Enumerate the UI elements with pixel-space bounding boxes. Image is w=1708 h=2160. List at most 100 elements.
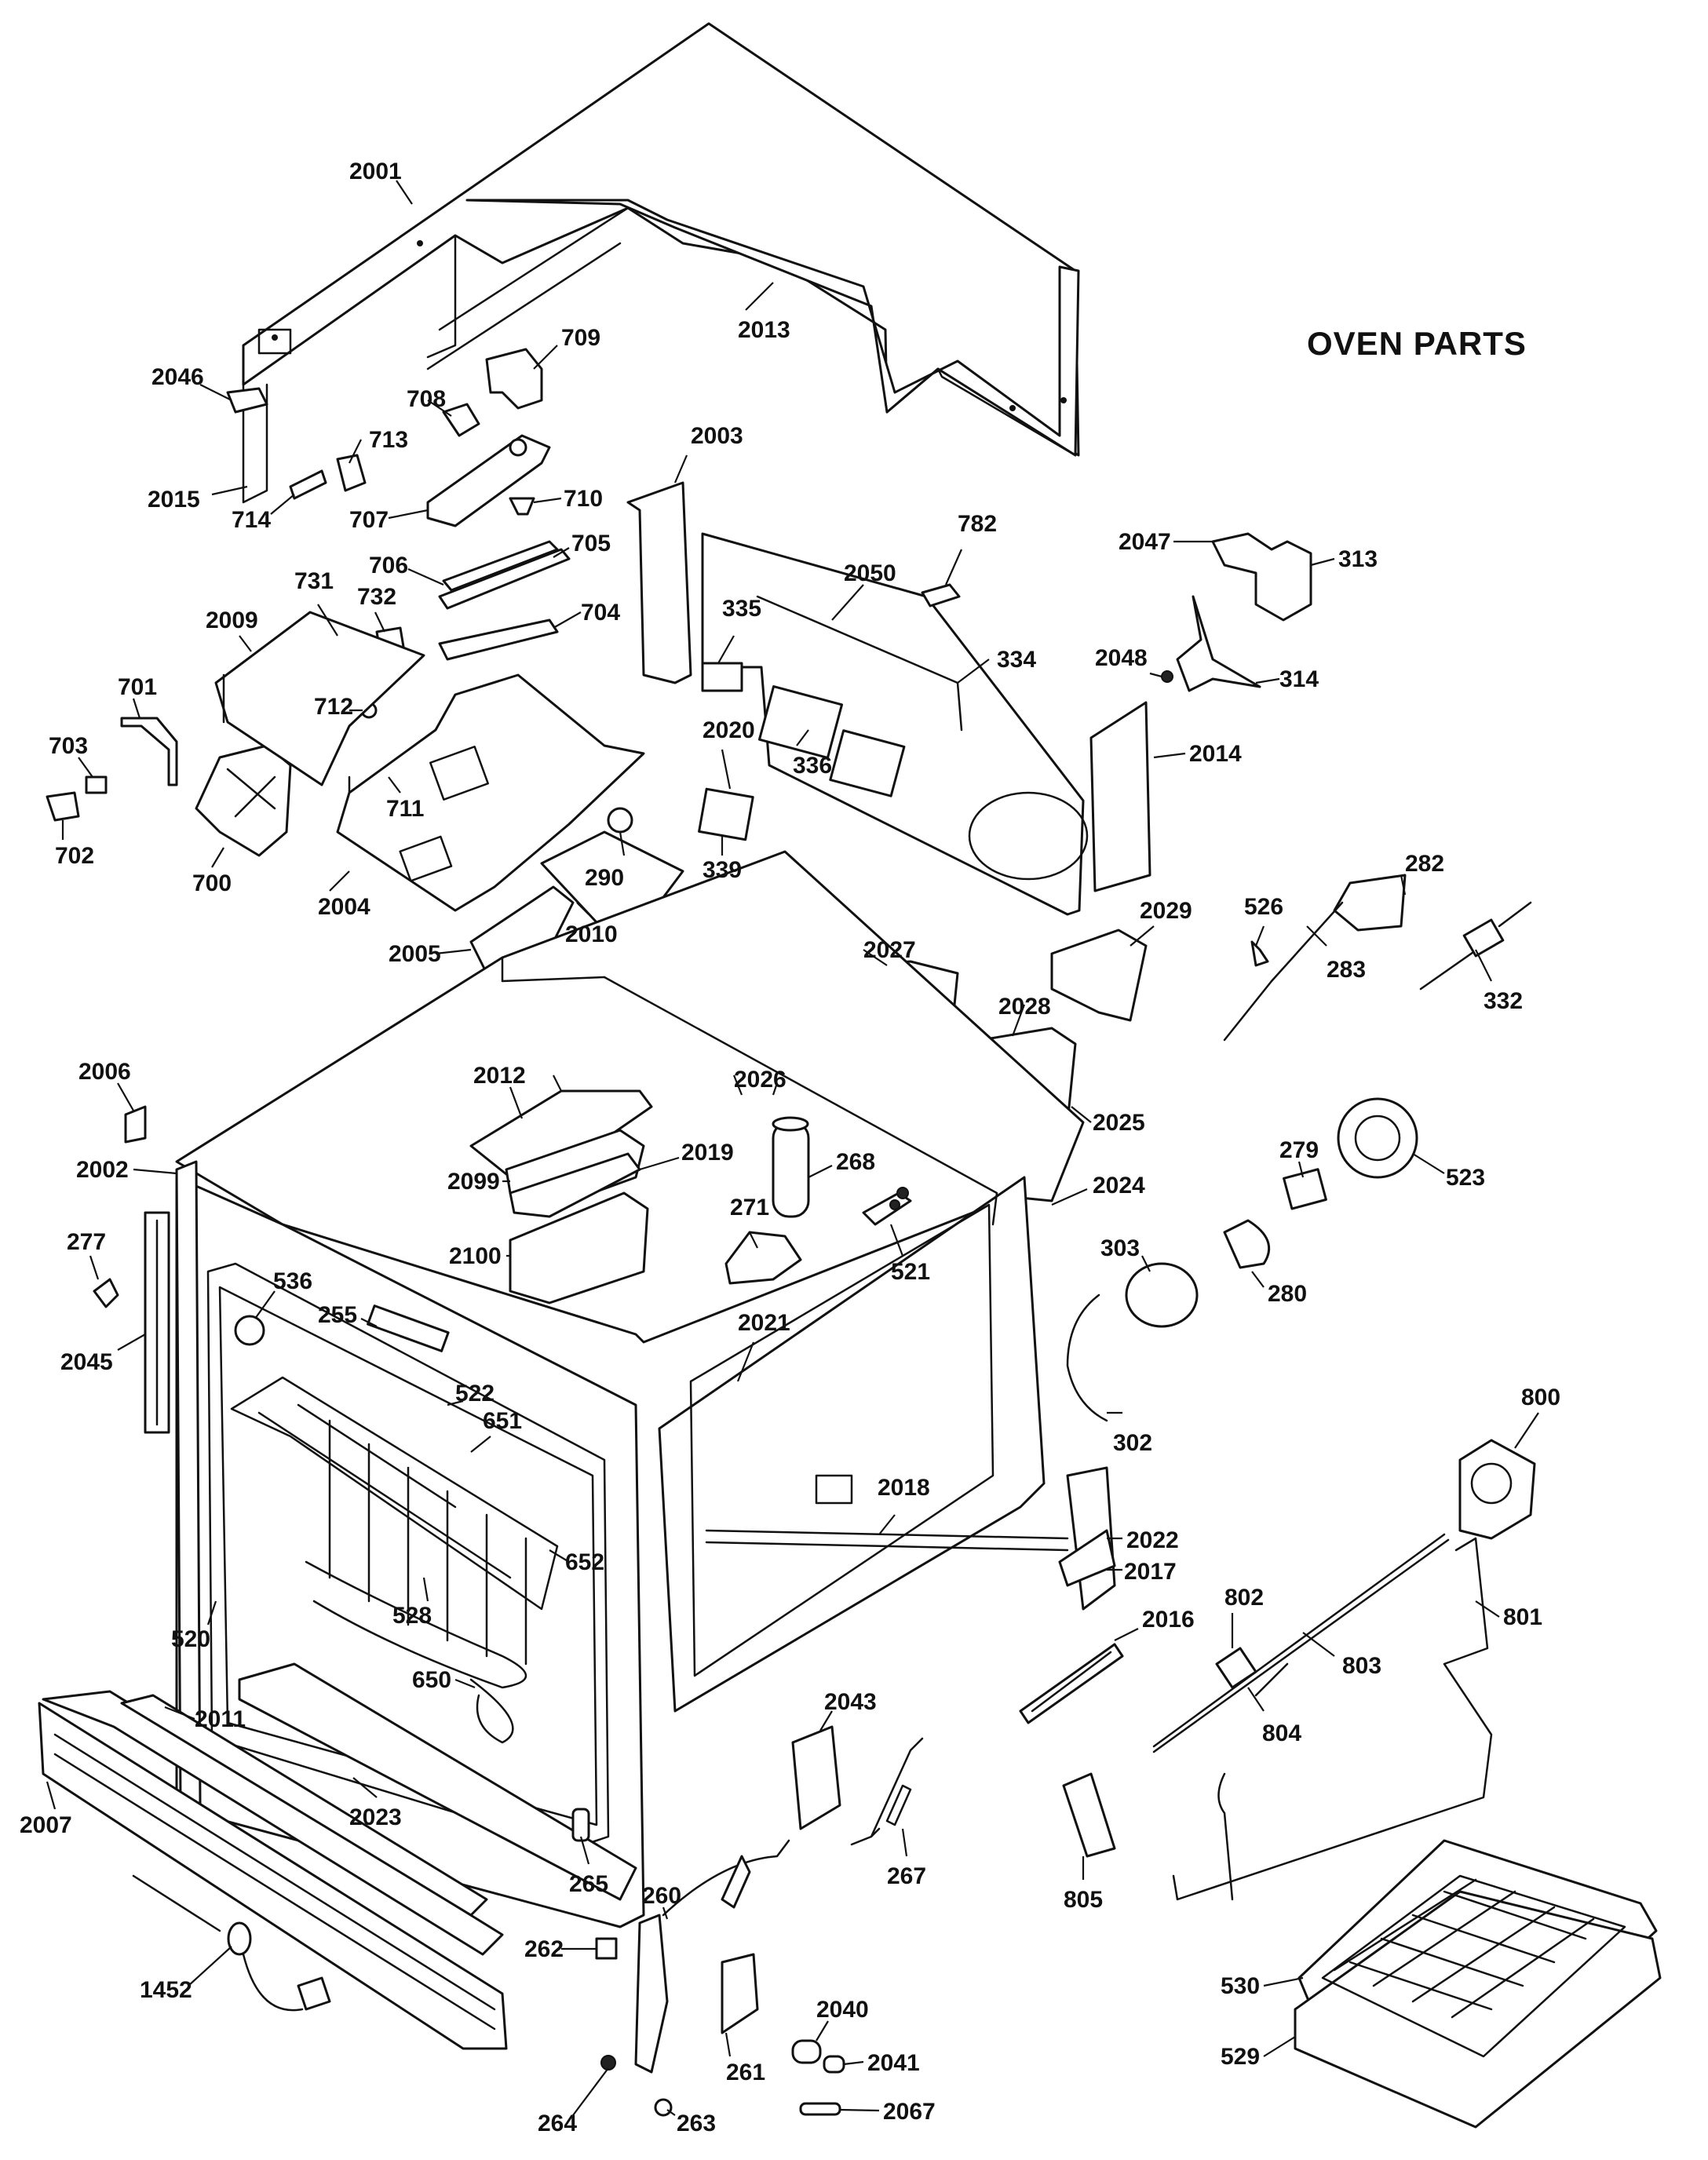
callout-2100: 2100 [449, 1243, 502, 1269]
callout-303: 303 [1100, 1235, 1140, 1261]
callout-279: 279 [1279, 1137, 1319, 1163]
callout-260: 260 [642, 1883, 681, 1909]
callout-732: 732 [357, 584, 396, 610]
callout-313: 313 [1338, 546, 1378, 572]
callout-650: 650 [412, 1667, 451, 1693]
callout-2020: 2020 [703, 717, 755, 743]
callout-801: 801 [1503, 1604, 1542, 1630]
callout-701: 701 [118, 674, 157, 700]
callout-536: 536 [273, 1268, 312, 1294]
callout-2013: 2013 [738, 317, 790, 343]
diagram-title: OVEN PARTS [1307, 325, 1527, 362]
callout-339: 339 [703, 857, 742, 883]
callout-526: 526 [1244, 894, 1283, 920]
callout-521: 521 [891, 1259, 930, 1285]
callout-264: 264 [538, 2111, 577, 2136]
callout-709: 709 [561, 325, 600, 351]
callout-714: 714 [232, 507, 271, 533]
callout-2016: 2016 [1142, 1607, 1195, 1633]
callout-652: 652 [565, 1549, 604, 1575]
callout-528: 528 [392, 1603, 432, 1629]
callout-262: 262 [524, 1936, 564, 1962]
callout-529: 529 [1221, 2044, 1260, 2070]
callout-2019: 2019 [681, 1140, 734, 1166]
clock-switch-parts [46, 348, 571, 857]
oven-rack [230, 1376, 559, 1666]
callout-2040: 2040 [816, 1997, 869, 2023]
callout-2045: 2045 [60, 1349, 113, 1375]
callout-2014: 2014 [1189, 741, 1242, 767]
leader-lines [46, 180, 1539, 2116]
callout-782: 782 [958, 511, 997, 537]
callout-2029: 2029 [1140, 898, 1192, 924]
callout-282: 282 [1405, 851, 1444, 877]
callout-2004: 2004 [318, 894, 370, 920]
door-spring-parts [571, 1643, 1124, 2116]
callout-706: 706 [369, 553, 408, 578]
callout-802: 802 [1224, 1585, 1264, 1611]
convection-motor-parts [1161, 532, 1312, 692]
callout-651: 651 [483, 1408, 522, 1434]
callout-803: 803 [1342, 1653, 1381, 1679]
broiler-pan [1294, 1839, 1662, 2129]
interior-vent-assembly [469, 1089, 912, 1304]
callout-336: 336 [793, 753, 832, 779]
callout-731: 731 [294, 568, 334, 594]
callout-2050: 2050 [844, 560, 896, 586]
callout-2006: 2006 [78, 1059, 131, 1085]
callout-2046: 2046 [151, 364, 204, 390]
callout-2022: 2022 [1126, 1527, 1179, 1553]
callout-2067: 2067 [883, 2099, 936, 2125]
callout-2010: 2010 [565, 921, 618, 947]
callout-707: 707 [349, 507, 389, 533]
callout-804: 804 [1262, 1720, 1301, 1746]
callout-2023: 2023 [349, 1804, 402, 1830]
callout-703: 703 [49, 733, 88, 759]
callout-2017: 2017 [1124, 1559, 1177, 1585]
callout-705: 705 [571, 531, 611, 556]
callout-704: 704 [581, 600, 620, 626]
callout-702: 702 [55, 843, 94, 869]
callout-2024: 2024 [1093, 1173, 1145, 1199]
callout-2099: 2099 [447, 1169, 500, 1195]
part-callouts: 2001 2013 709 2046 708 713 2015 714 707 … [20, 159, 1560, 2136]
callout-335: 335 [722, 596, 761, 622]
callout-263: 263 [677, 2111, 716, 2136]
callout-2009: 2009 [206, 608, 258, 633]
callout-523: 523 [1446, 1165, 1485, 1191]
callout-710: 710 [564, 486, 603, 512]
callout-711: 711 [386, 796, 424, 822]
callout-277: 277 [67, 1229, 106, 1255]
callout-332: 332 [1484, 988, 1523, 1014]
callout-2025: 2025 [1093, 1110, 1145, 1136]
rotisserie-parts [1062, 1439, 1536, 1901]
callout-530: 530 [1221, 1973, 1260, 1999]
callout-2027: 2027 [863, 937, 916, 963]
callout-700: 700 [192, 870, 232, 896]
callout-302: 302 [1113, 1430, 1152, 1456]
callout-2015: 2015 [148, 487, 200, 513]
top-cover-assembly [242, 22, 1080, 504]
callout-265: 265 [569, 1871, 608, 1897]
callout-2005: 2005 [389, 941, 441, 967]
callout-280: 280 [1268, 1281, 1307, 1307]
callout-314: 314 [1279, 666, 1319, 692]
callout-522: 522 [455, 1381, 495, 1407]
callout-2047: 2047 [1119, 529, 1171, 555]
callout-2018: 2018 [878, 1475, 930, 1501]
callout-283: 283 [1327, 957, 1366, 983]
oven-cavity-body [175, 850, 1116, 1928]
callout-334: 334 [997, 647, 1036, 673]
oven-light-parts [1066, 1097, 1418, 1422]
callout-267: 267 [887, 1863, 926, 1889]
callout-708: 708 [407, 386, 446, 412]
front-trim-and-wiring [38, 1690, 508, 2050]
callout-2028: 2028 [998, 994, 1051, 1020]
callout-2048: 2048 [1095, 645, 1148, 671]
callout-2011: 2011 [195, 1706, 246, 1732]
callout-255: 255 [318, 1302, 357, 1328]
callout-261: 261 [726, 2060, 765, 2085]
callout-713: 713 [369, 427, 408, 453]
callout-2043: 2043 [824, 1689, 877, 1715]
